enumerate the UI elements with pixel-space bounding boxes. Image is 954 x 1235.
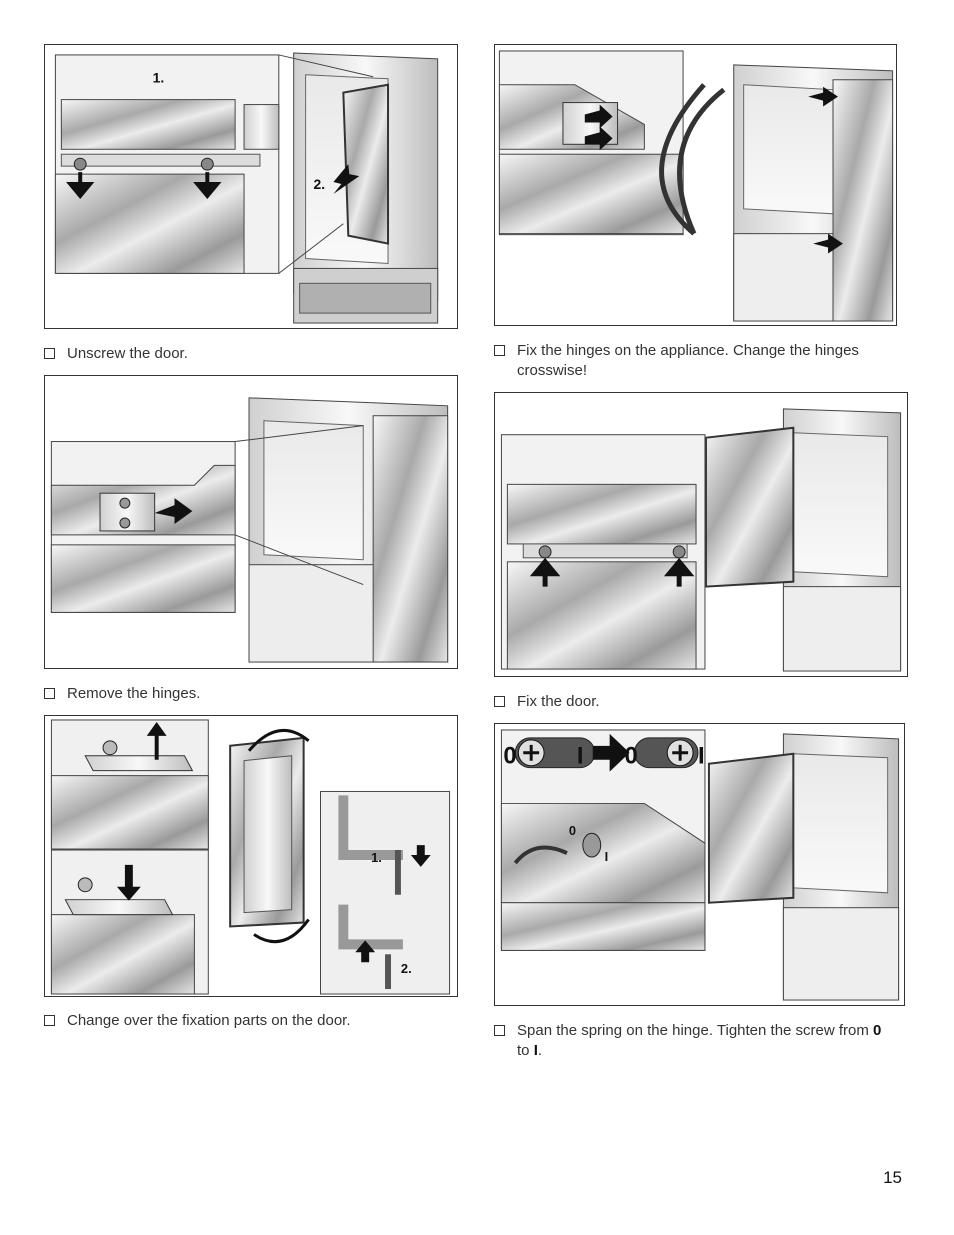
dial-one-label: I: [605, 849, 609, 864]
figure-fix-hinges: [494, 44, 897, 326]
hinge-detail-inset: [500, 729, 706, 951]
appliance-illustration: [733, 64, 894, 322]
fixation-detail-top: [50, 719, 209, 850]
appliance-illustration: [704, 408, 902, 672]
checkbox-icon: [494, 696, 505, 707]
step-label-2: 2.: [401, 961, 412, 976]
step-label-2: 2.: [314, 176, 326, 192]
dial-zero-label: 0: [569, 823, 576, 838]
checkbox-icon: [44, 1015, 55, 1026]
step-remove-hinges: Remove the hinges.: [44, 684, 458, 704]
appliance-illustration: [293, 52, 439, 324]
checkbox-icon: [44, 348, 55, 359]
door-illustration: [229, 729, 310, 944]
checkbox-icon: [494, 1025, 505, 1036]
step-text: Fix the hinges on the appliance. Change …: [517, 342, 859, 379]
step-text: Remove the hinges.: [67, 685, 201, 702]
step-span-spring: Span the spring on the hinge. Tighten th…: [494, 1021, 894, 1061]
step-text: Fix the door.: [517, 693, 600, 710]
step-label-1: 1.: [371, 850, 382, 865]
step-text-before: Span the spring on the hinge. Tighten th…: [517, 1022, 874, 1039]
figure-unscrew-door: 1. 2.: [44, 44, 458, 329]
pin-detail: [320, 790, 451, 995]
hinge-detail-inset: [498, 50, 684, 236]
to-value: I: [533, 1042, 538, 1059]
figure-remove-hinges: [44, 375, 458, 669]
step-fix-hinges: Fix the hinges on the appliance. Change …: [494, 341, 908, 381]
appliance-illustration: [707, 733, 900, 1001]
scale-one-after: I: [698, 743, 705, 770]
checkbox-icon: [44, 688, 55, 699]
step-change-fixation-parts: Change over the fixation parts on the do…: [44, 1011, 458, 1031]
scale-zero-after: 0: [625, 743, 638, 770]
from-value: 0: [873, 1022, 882, 1039]
step-text-mid: to: [517, 1042, 534, 1059]
hinge-detail-inset: [54, 54, 374, 274]
figure-change-fixation-parts: 1. 2.: [44, 715, 458, 997]
step-unscrew-door: Unscrew the door.: [44, 344, 458, 364]
hinge-detail-inset: [50, 425, 364, 613]
hinge-detail-inset: [500, 434, 706, 670]
step-label-1: 1.: [153, 70, 165, 86]
fixation-detail-bottom: [50, 849, 209, 995]
figure-span-spring: 0 I 0 I 0 I: [494, 723, 905, 1006]
scale-one-before: I: [577, 743, 584, 770]
step-text: Change over the fixation parts on the do…: [67, 1012, 351, 1029]
page-number: 15: [883, 1168, 902, 1187]
step-text-after: .: [537, 1042, 543, 1059]
step-fix-door: Fix the door.: [494, 692, 908, 712]
checkbox-icon: [494, 345, 505, 356]
appliance-illustration: [248, 397, 449, 663]
figure-fix-door: [494, 392, 908, 677]
scale-zero-before: 0: [503, 743, 516, 770]
step-text: Unscrew the door.: [67, 345, 188, 362]
step-text: Span the spring on the hinge. Tighten th…: [517, 1021, 894, 1061]
